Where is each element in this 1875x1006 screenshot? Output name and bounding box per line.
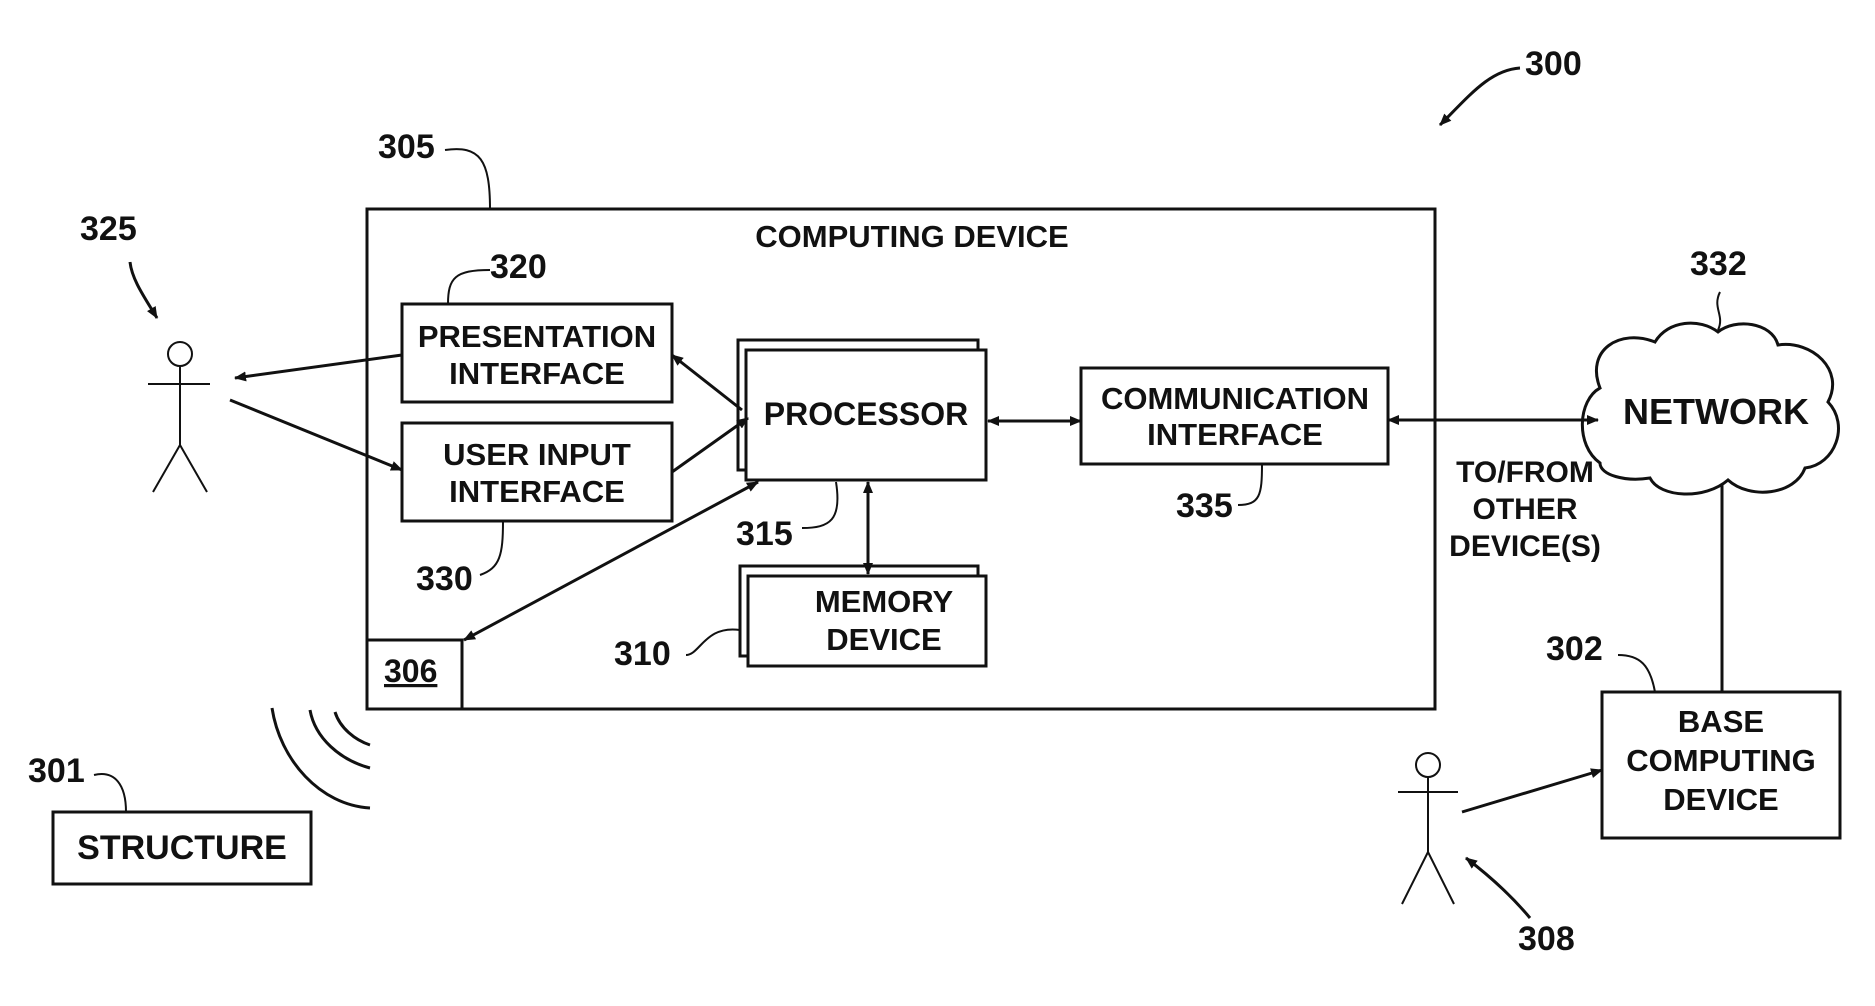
base-computing-device-line1: BASE <box>1678 704 1764 739</box>
base-computing-device: BASE COMPUTING DEVICE 302 <box>1546 630 1840 838</box>
user-ref: 325 <box>80 210 137 248</box>
to-from-line2: OTHER <box>1473 493 1578 526</box>
network-leader <box>1717 292 1720 330</box>
wave-inner <box>335 712 370 745</box>
structure: STRUCTURE 301 <box>28 752 311 884</box>
operator-to-base-arrow <box>1462 770 1602 812</box>
user-figure: 325 <box>80 210 210 492</box>
presentation-interface-line2: INTERFACE <box>449 356 625 391</box>
communication-interface-line1: COMMUNICATION <box>1101 381 1369 416</box>
computing-device-ref: 305 <box>378 128 435 166</box>
wave-outer <box>272 708 370 808</box>
communication-interface-line2: INTERFACE <box>1147 417 1323 452</box>
memory-device-line2: DEVICE <box>826 622 941 657</box>
structure-ref: 301 <box>28 752 85 790</box>
communication-interface-ref: 335 <box>1176 487 1233 525</box>
user-input-interface-ref: 330 <box>416 560 473 598</box>
structure-leader <box>94 774 126 812</box>
base-computing-device-leader <box>1618 655 1655 692</box>
operator-figure: 308 <box>1398 753 1575 958</box>
operator-head <box>1416 753 1440 777</box>
user-input-interface-line1: USER INPUT <box>443 437 631 472</box>
memory-device-ref: 310 <box>614 635 671 673</box>
computing-device-title: COMPUTING DEVICE <box>755 219 1068 254</box>
user-ref-arrow <box>130 262 157 318</box>
structure-label: STRUCTURE <box>77 829 287 867</box>
processor-ref: 315 <box>736 515 793 553</box>
processor-label: PROCESSOR <box>764 396 968 432</box>
computing-device-leader <box>445 149 490 209</box>
operator-ref: 308 <box>1518 920 1575 958</box>
wireless-waves <box>272 708 370 808</box>
to-from-line3: DEVICE(S) <box>1449 530 1601 563</box>
base-computing-device-line3: DEVICE <box>1663 782 1778 817</box>
operator-body <box>1398 777 1458 904</box>
to-from-line1: TO/FROM <box>1456 456 1594 489</box>
operator-ref-arrow <box>1466 858 1530 918</box>
user-head <box>168 342 192 366</box>
memory-device-line1: MEMORY <box>815 584 954 619</box>
wave-middle <box>310 710 370 768</box>
user-input-interface-line2: INTERFACE <box>449 474 625 509</box>
presentation-interface-line1: PRESENTATION <box>418 319 656 354</box>
base-computing-device-ref: 302 <box>1546 630 1603 668</box>
to-from-label: TO/FROM OTHER DEVICE(S) <box>1449 456 1601 563</box>
user-body <box>148 366 210 492</box>
network-ref: 332 <box>1690 245 1747 283</box>
presentation-interface-ref: 320 <box>490 248 547 286</box>
figure-ref-group: 300 <box>1440 45 1582 125</box>
figure-ref-label: 300 <box>1525 45 1582 83</box>
sensor-box-ref: 306 <box>384 653 437 689</box>
base-computing-device-line2: COMPUTING <box>1626 743 1815 778</box>
network: NETWORK 332 <box>1582 245 1838 494</box>
network-label: NETWORK <box>1623 391 1809 432</box>
